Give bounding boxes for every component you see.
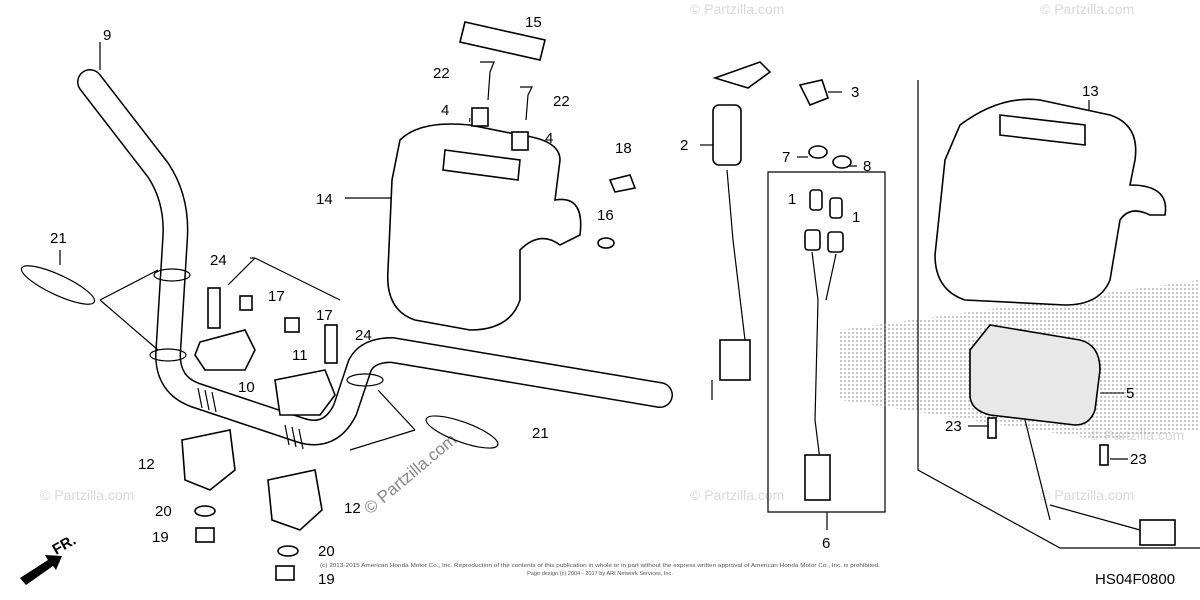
callout-21: 21 [50,230,67,247]
callout-18: 18 [615,140,632,157]
copyright-line-1: (c) 2013-2015 American Honda Motor Co., … [320,563,880,569]
small-parts [20,21,1109,581]
callout-19: 19 [152,529,169,546]
ignition-switch [711,61,772,400]
callout-11: 11 [292,347,308,364]
callout-7: 7 [782,149,790,166]
callout-10: 10 [238,379,255,396]
callout-16: 16 [597,207,614,224]
callout-22: 22 [433,65,450,82]
callout-21: 21 [532,425,549,442]
callout-4: 4 [441,102,449,119]
callout-1: 1 [852,209,860,226]
callout-23: 23 [945,418,962,435]
callout-2: 2 [680,137,688,154]
front-arrow-icon: FR. [20,532,79,585]
callout-8: 8 [863,158,871,175]
callout-23: 23 [1130,451,1147,468]
indicator-harness [804,189,844,501]
callout-6: 6 [822,535,830,552]
callout-5: 5 [1126,385,1134,402]
watermark-text: © Partzilla.com [360,430,460,518]
meter-cover [840,98,1200,546]
callout-9: 9 [103,27,111,44]
callout-19: 19 [318,571,335,588]
callouts: 9 21 21 24 24 17 17 10 11 12 12 20 20 19… [50,14,1147,588]
callout-12: 12 [344,500,361,517]
watermark-text: © Partzilla.com [40,487,134,503]
callout-13: 13 [1082,83,1099,100]
callout-12: 12 [138,456,155,473]
callout-20: 20 [155,503,172,520]
handlebar [77,69,673,450]
callout-1: 1 [788,191,796,208]
handlebar-cover-front [386,123,582,331]
footer: (c) 2013-2015 American Honda Motor Co., … [320,563,1175,588]
callout-17: 17 [316,307,333,324]
copyright-line-2: Page design (c) 2004 - 2017 by ARI Netwo… [527,571,673,577]
callout-4: 4 [545,130,553,147]
watermark-text: © Partzilla.com [1040,487,1134,503]
callout-15: 15 [525,14,542,31]
callout-20: 20 [318,543,335,560]
callout-14: 14 [316,191,333,208]
diagram-code: HS04F0800 [1095,571,1175,588]
watermark-text: © Partzilla.com [690,1,784,17]
callout-24: 24 [210,252,227,269]
callout-24: 24 [355,327,372,344]
direction-label: FR. [50,532,79,559]
watermark-text: © Partzilla.com [690,487,784,503]
callout-17: 17 [268,288,285,305]
watermark-text: © Partzilla.com [1040,1,1134,17]
callout-22: 22 [553,93,570,110]
callout-3: 3 [851,84,859,101]
